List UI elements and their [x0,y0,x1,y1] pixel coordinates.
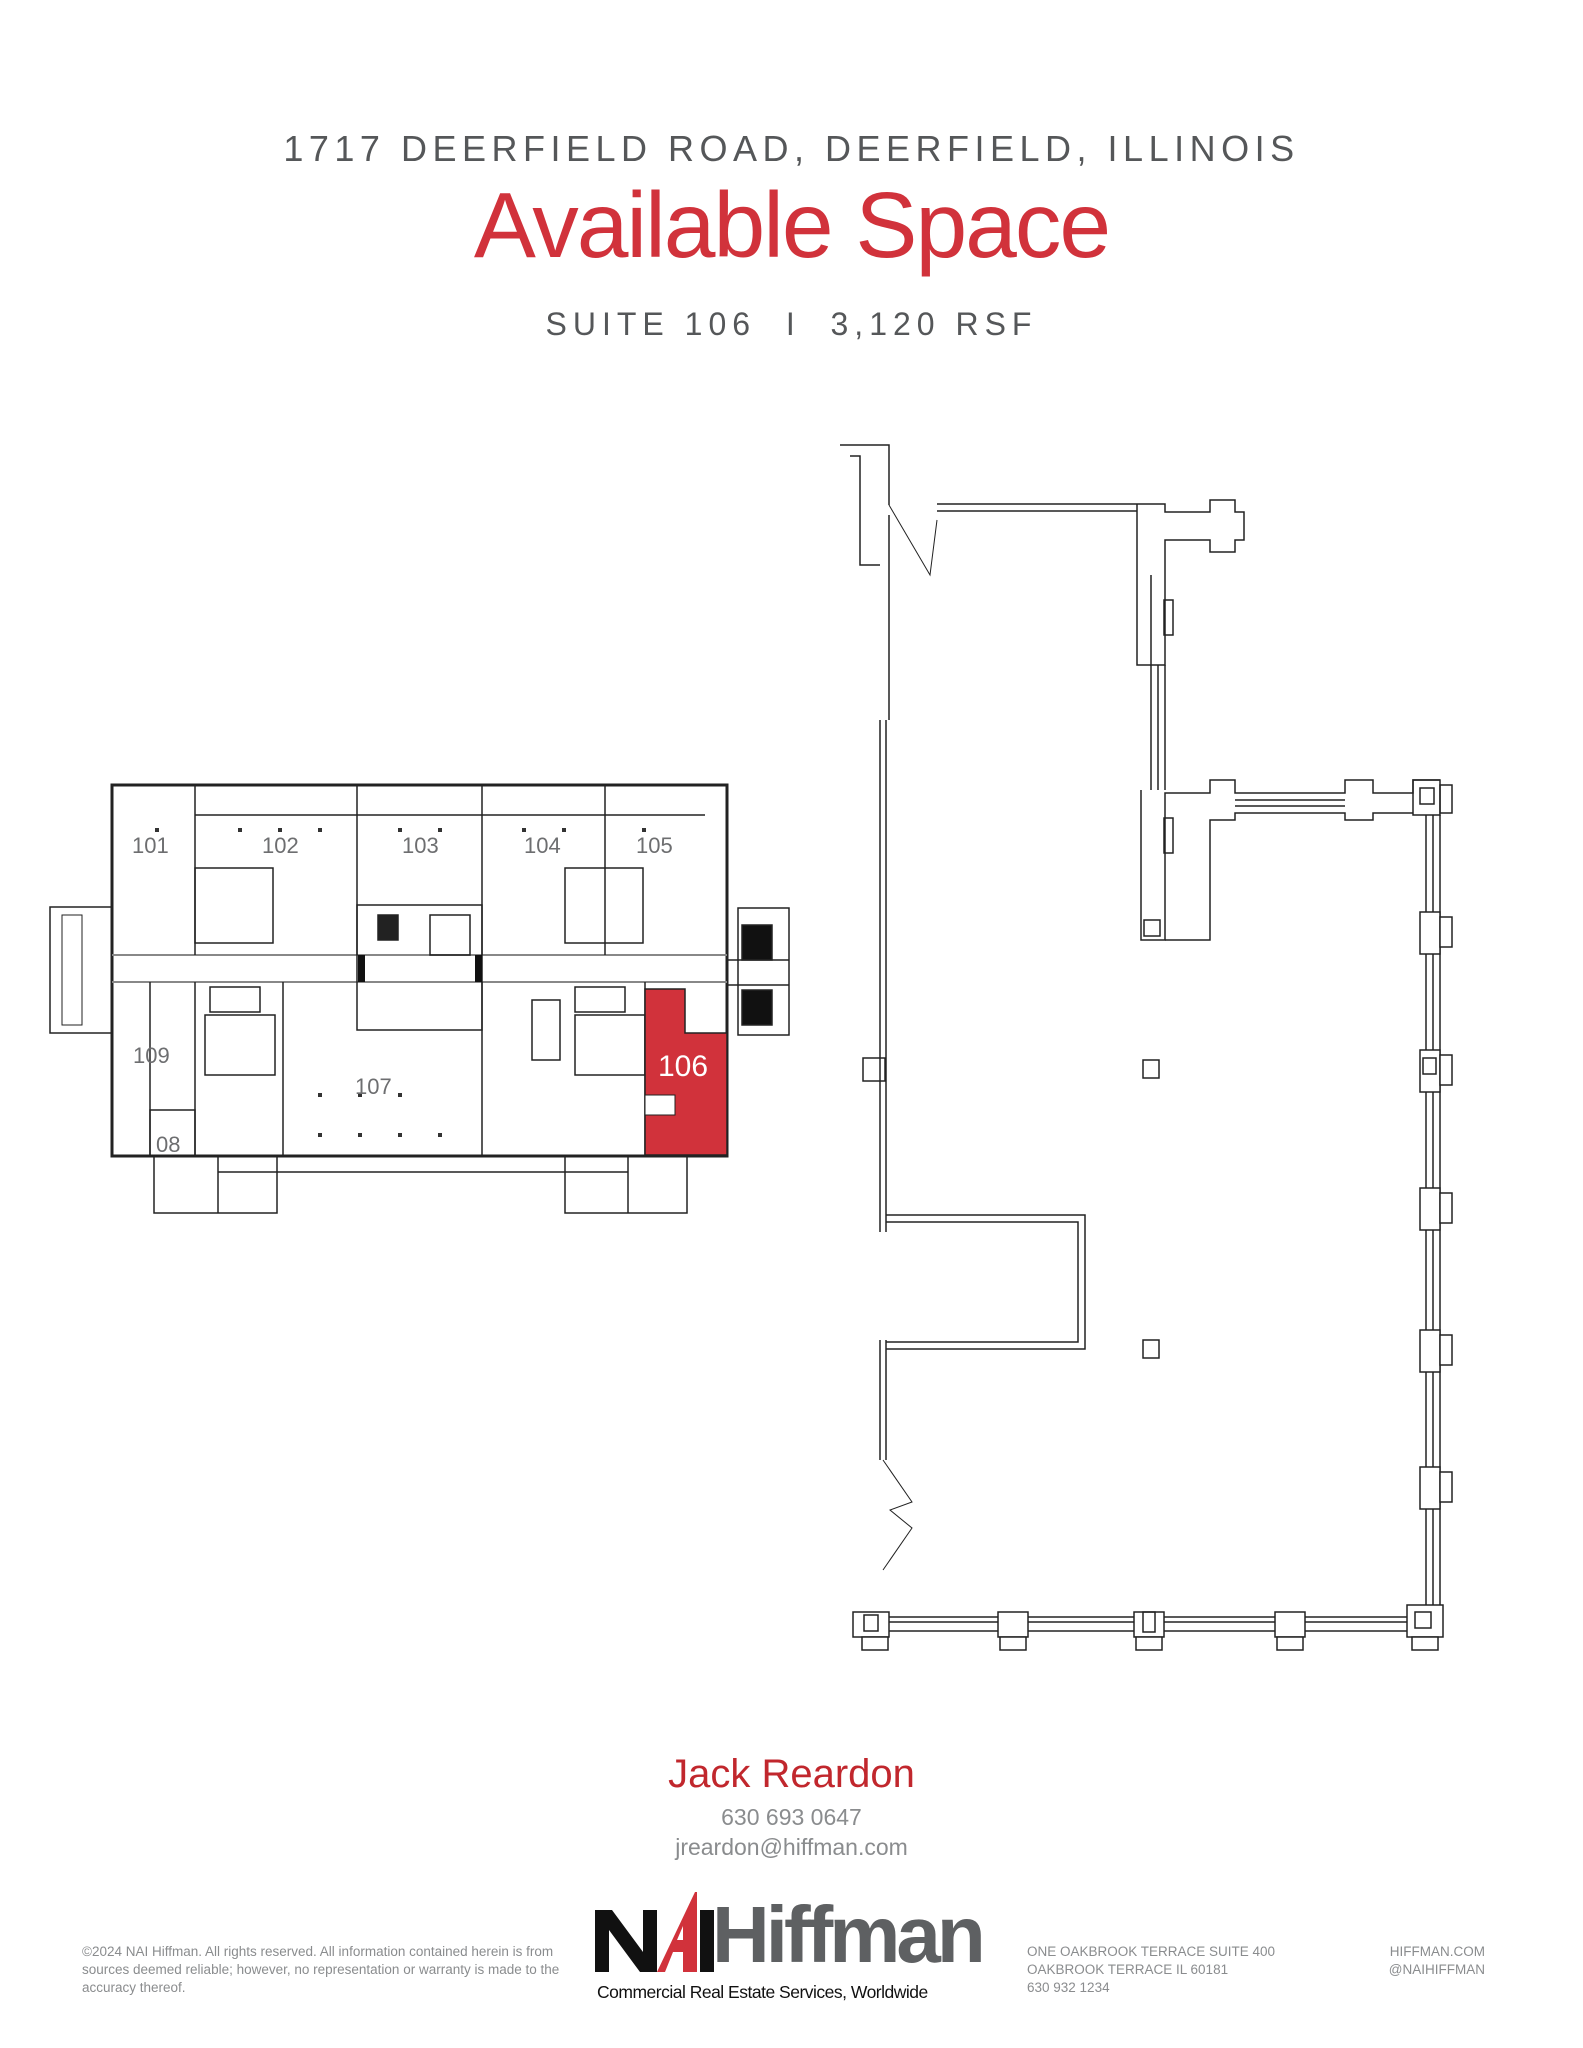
office-phone[interactable]: 630 932 1234 [1027,1980,1110,1995]
property-address: 1717 DEERFIELD ROAD, DEERFIELD, ILLINOIS [283,128,1300,169]
contact-name: Jack Reardon [668,1752,915,1796]
office-address-line-2: OAKBROOK TERRACE IL 60181 [1027,1962,1229,1977]
suite-label-103: 103 [402,833,439,858]
social-handle[interactable]: @NAIHIFFMAN [1388,1962,1485,1977]
suite-label-107: 107 [355,1074,392,1099]
office-address: ONE OAKBROOK TERRACE SUITE 400 OAKBROOK … [1027,1943,1275,1997]
suite-label-101: 101 [132,833,169,858]
office-address-line-1: ONE OAKBROOK TERRACE SUITE 400 [1027,1944,1276,1959]
nai-hiffman-logo [595,1892,714,1972]
suite-label-108: 08 [156,1132,181,1157]
logo-a-shape [657,1892,697,1972]
suite-label-109: 109 [133,1043,170,1068]
suite-label-104: 104 [524,833,561,858]
page-title: Available Space [473,173,1111,277]
website-link[interactable]: HIFFMAN.COM [1389,1944,1485,1959]
contact-email[interactable]: jreardon@hiffman.com [675,1834,908,1860]
key-floor-plan [49,783,790,1214]
suite-label-102: 102 [262,833,299,858]
logo-tagline: Commercial Real Estate Services, Worldwi… [597,1982,928,2002]
logo-n-shape [595,1910,657,1972]
suite-label-105: 105 [636,833,673,858]
suite-detail-plan [840,444,1453,1651]
contact-phone[interactable]: 630 693 0647 [721,1804,862,1830]
suite-info: SUITE 106 I 3,120 RSF [545,306,1038,342]
disclaimer: ©2024 NAI Hiffman. All rights reserved. … [82,1944,560,1995]
suite-label-106: 106 [658,1050,709,1083]
logo-hiffman-text: Hiffman [712,1890,986,1979]
web-links: HIFFMAN.COM @NAIHIFFMAN [1380,1943,1485,1979]
